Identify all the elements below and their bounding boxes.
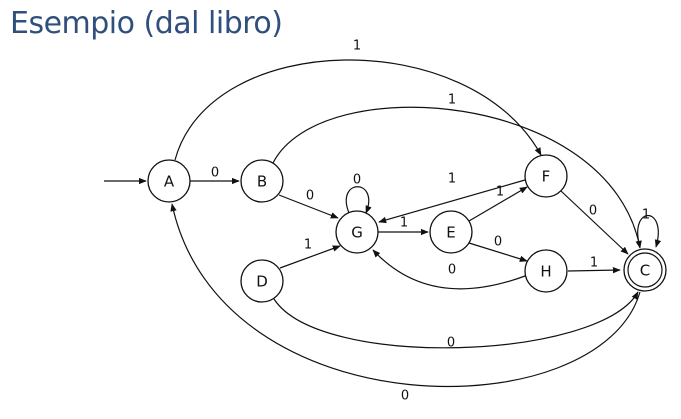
edge-label-F-C: 0: [589, 204, 597, 219]
edge-F-C: [560, 190, 629, 255]
state-node-H: H: [524, 249, 568, 293]
edge-C-A: [170, 203, 641, 388]
state-node-E: E: [429, 210, 473, 254]
accepting-ring-C: [627, 252, 663, 288]
state-circle-C: [623, 248, 667, 292]
edge-label-H-G: 0: [448, 263, 456, 278]
state-node-B: B: [240, 159, 284, 203]
edge-C-C: [637, 214, 662, 248]
edge-label-E-H: 0: [494, 235, 502, 250]
edge-A-F: [174, 59, 542, 161]
state-label-A: A: [164, 173, 175, 191]
state-label-G: G: [351, 224, 363, 242]
page-title: Esempio (dal libro): [10, 6, 283, 41]
edge-label-A-B: 0: [211, 166, 219, 181]
edge-label-C-C: 1: [642, 208, 650, 223]
edge-label-G-E: 1: [400, 216, 408, 231]
state-node-F: F: [524, 154, 568, 198]
edge-D-G: [279, 245, 341, 269]
edge-D-C: [273, 291, 639, 349]
edge-label-G-G: 0: [353, 173, 361, 188]
edge-G-G: [345, 186, 372, 214]
edge-label-E-F: 1: [496, 185, 504, 200]
state-label-D: D: [256, 273, 268, 291]
state-circle-A: [147, 159, 191, 203]
state-node-A: A: [147, 159, 191, 203]
state-label-H: H: [540, 263, 551, 281]
state-node-G: G: [335, 210, 379, 254]
edge-label-B-G: 0: [306, 189, 314, 204]
state-circle-B: [240, 159, 284, 203]
edge-label-D-C: 0: [447, 336, 455, 351]
state-circle-H: [524, 249, 568, 293]
state-label-C: C: [640, 262, 650, 280]
edge-B-C: [272, 106, 642, 249]
state-circle-G: [335, 210, 379, 254]
edge-H-G: [372, 249, 526, 290]
edge-label-H-C: 1: [590, 256, 598, 271]
edge-E-F: [468, 186, 528, 222]
state-node-D: D: [240, 259, 284, 303]
edge-label-A-F: 1: [353, 39, 361, 54]
edge-label-D-G: 1: [304, 238, 312, 253]
edge-label-F-G: 1: [448, 172, 456, 187]
state-label-E: E: [446, 224, 455, 242]
edge-label-B-C: 1: [448, 93, 456, 108]
edge-B-G: [278, 194, 339, 219]
state-label-F: F: [542, 168, 551, 186]
state-label-B: B: [257, 173, 267, 191]
state-circle-E: [429, 210, 473, 254]
edge-label-C-A: 0: [401, 389, 409, 404]
state-circle-F: [524, 154, 568, 198]
state-circle-D: [240, 259, 284, 303]
edge-H-C: [567, 266, 621, 274]
state-node-C: C: [623, 248, 667, 292]
edge-F-G: [378, 179, 526, 224]
edge-E-H: [468, 242, 528, 262]
